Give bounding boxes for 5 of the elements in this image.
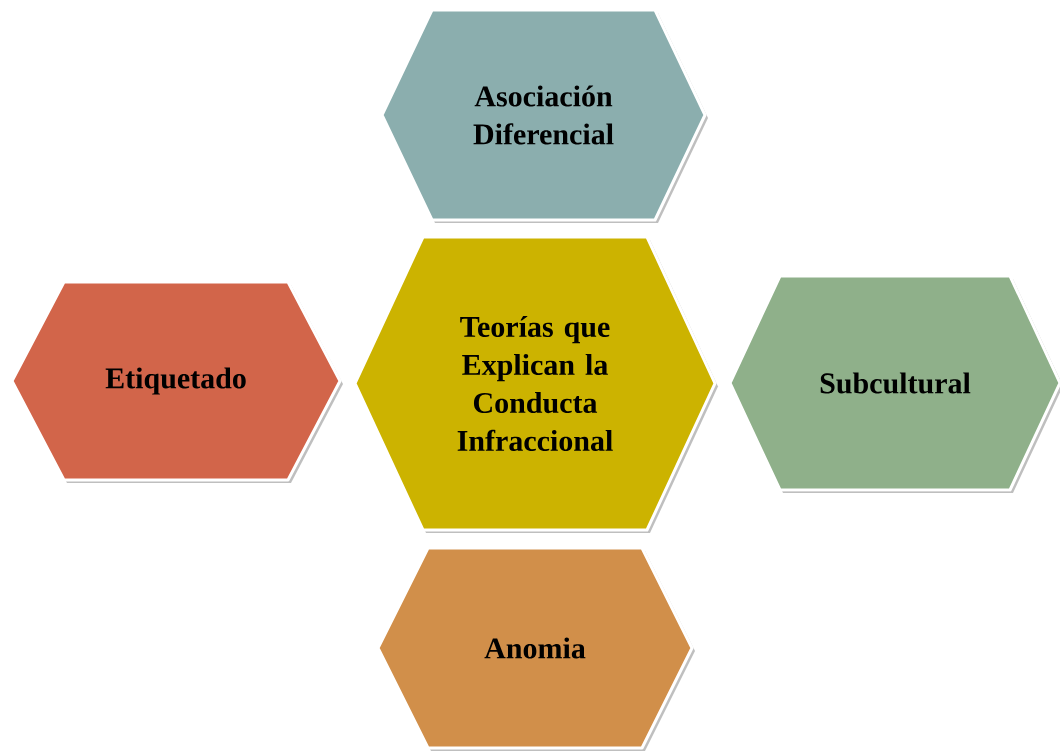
hexagon: Subcultural bbox=[728, 274, 1060, 493]
hexagon: Etiquetado bbox=[10, 280, 343, 483]
hexagon: Teorías que Explican la Conducta Infraccional bbox=[353, 235, 718, 533]
hexagon: Anomia bbox=[376, 546, 695, 751]
hexagon: Asociación Diferencial bbox=[380, 8, 708, 223]
